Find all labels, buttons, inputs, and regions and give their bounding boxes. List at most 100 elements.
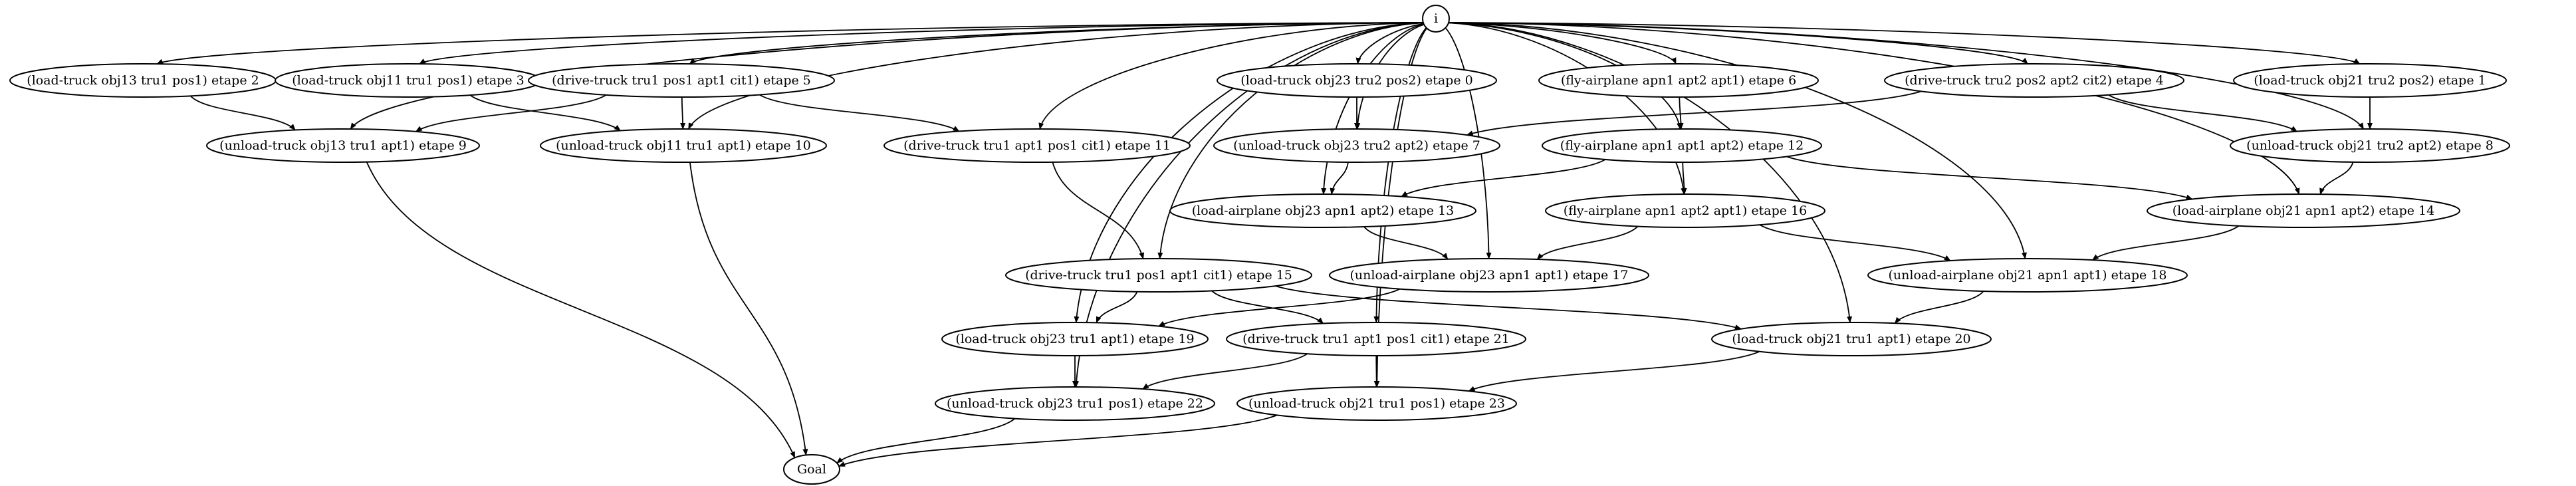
node-load-truck-obj21-tru2-pos2-etape-1: (load-truck obj21 tru2 pos2) etape 1	[2233, 63, 2507, 98]
node-shape	[540, 128, 827, 163]
edge-n3-to-n10	[469, 94, 621, 132]
node-shape	[1236, 386, 1517, 421]
node-label: (unload-truck obj21 tru2 apt2) etape 8	[2246, 138, 2494, 153]
node-label: (load-truck obj21 tru1 apt1) etape 20	[1732, 332, 1970, 346]
edge-init-to-n12	[1440, 22, 1683, 130]
node-load-truck-obj11-tru1-pos1-etape-3: (load-truck obj11 tru1 pos1) etape 3	[275, 63, 542, 98]
node-shape	[2230, 128, 2510, 163]
node-drive-truck-tru2-pos2-apt2-cit2-etape-4: (drive-truck tru2 pos2 apt2 cit2) etape …	[1884, 63, 2184, 98]
node-label: (unload-truck obj23 tru1 pos1) etape 22	[947, 396, 1203, 411]
node-label: (drive-truck tru2 pos2 apt2 cit2) etape …	[1905, 73, 2164, 88]
edge-init-to-n2	[156, 22, 1425, 64]
edge-n4-to-n7	[1466, 90, 1922, 136]
edge-init-to-n20	[1443, 22, 1853, 323]
node-label: (load-truck obj13 tru1 pos1) etape 2	[27, 73, 259, 88]
edge-init-to-n9	[350, 22, 1425, 130]
edge-n15-to-n20	[1275, 285, 1742, 330]
node-label: (drive-truck tru1 apt1 pos1 cit1) etape …	[1242, 332, 1510, 346]
node-label: (load-airplane obj21 apn1 apt2) etape 14	[2172, 203, 2434, 218]
edge-n15-to-n21	[1211, 290, 1324, 324]
edge-n5-to-n10	[680, 96, 686, 130]
edge-n12-to-n13	[1401, 159, 1606, 197]
node-label: (unload-truck obj21 tru1 pos1) etape 23	[1248, 396, 1505, 411]
node-drive-truck-tru1-apt1-pos1-cit1-etape-11: (drive-truck tru1 apt1 pos1 cit1) etape …	[883, 128, 1191, 163]
edge-n10-to-goal	[689, 162, 808, 456]
node-unload-truck-obj21-tru1-pos1-etape-23: (unload-truck obj21 tru1 pos1) etape 23	[1236, 386, 1517, 421]
edge-n5-to-n11	[759, 94, 960, 132]
node-unload-truck-obj23-tru1-pos1-etape-22: (unload-truck obj23 tru1 pos1) etape 22	[935, 386, 1215, 421]
edge-n5-to-n9	[415, 94, 607, 132]
edge-init-to-n1	[1447, 22, 2361, 64]
node-label: (unload-truck obj11 tru1 apt1) etape 10	[556, 138, 811, 153]
edge-init-to-n21	[1373, 22, 1435, 323]
edge-init-to-n11	[1038, 22, 1430, 130]
node-label: (load-truck obj11 tru1 pos1) etape 3	[292, 73, 524, 88]
node-shape	[1542, 128, 1822, 163]
node-unload-truck-obj11-tru1-apt1-etape-10: (unload-truck obj11 tru1 apt1) etape 10	[540, 128, 827, 163]
node-shape	[941, 322, 1209, 356]
edge-n17-to-n19	[1158, 288, 1400, 327]
node-shape	[2147, 193, 2460, 228]
edge-init-to-n16	[1440, 22, 1687, 195]
node-shape	[1226, 322, 1526, 356]
edge-init-to-n15	[1157, 22, 1432, 259]
node-unload-truck-obj21-tru2-apt2-etape-8: (unload-truck obj21 tru2 apt2) etape 8	[2230, 128, 2510, 163]
edge-init-to-n3	[419, 22, 1425, 64]
edge-n12-to-n16	[1681, 162, 1687, 195]
edge-n15-to-n19	[1096, 291, 1138, 324]
edge-n16-to-n18	[1759, 224, 1951, 261]
edge-n23-to-goal	[838, 414, 1278, 467]
edge-init-to-n5	[689, 22, 1425, 64]
node-shape	[783, 454, 840, 485]
edge-n9-to-goal	[366, 162, 796, 459]
node-load-truck-obj21-tru1-apt1-etape-20: (load-truck obj21 tru1 apt1) etape 20	[1711, 322, 1992, 356]
node-label: (unload-airplane obj23 apn1 apt1) etape …	[1350, 268, 1629, 283]
nodes-layer: i (load-truck obj13 tru1 pos1) etape 2 (lo…	[9, 5, 2510, 485]
node-shape	[1711, 322, 1992, 356]
node-shape	[1005, 258, 1312, 293]
edge-init-to-n18	[1445, 22, 2027, 259]
node-label: (load-truck obj23 tru2 pos2) etape 0	[1240, 73, 1472, 88]
node-load-truck-obj13-tru1-pos1-etape-2: (load-truck obj13 tru1 pos1) etape 2	[9, 63, 277, 98]
edge-n20-to-n23	[1468, 350, 1760, 392]
edge-n13-to-n17	[1363, 226, 1449, 260]
node-shape	[1867, 258, 2188, 293]
node-shape	[1329, 258, 1649, 293]
node-load-truck-obj23-tru2-pos2-etape-0: (load-truck obj23 tru2 pos2) etape 0	[1217, 63, 1497, 98]
node-label: (drive-truck tru1 pos1 apt1 cit1) etape …	[1025, 268, 1292, 283]
node-load-truck-obj23-tru1-apt1-etape-19: (load-truck obj23 tru1 apt1) etape 19	[941, 322, 1209, 356]
node-label: (fly-airplane apn1 apt1 apt2) etape 12	[1560, 138, 1804, 153]
node-shape	[528, 63, 835, 98]
node-fly-airplane-apn1-apt2-apt1-etape-6: (fly-airplane apn1 apt2 apt1) etape 6	[1538, 63, 1819, 98]
edge-n7-to-n13	[1330, 162, 1349, 195]
node-shape	[1422, 5, 1450, 33]
node-label: Goal	[797, 462, 826, 477]
node-label: (load-airplane obj23 apn1 apt2) etape 13	[1192, 203, 1454, 218]
node-fly-airplane-apn1-apt1-apt2-etape-12: (fly-airplane apn1 apt1 apt2) etape 12	[1542, 128, 1822, 163]
edge-n22-to-goal	[836, 418, 1016, 464]
node-load-airplane-obj21-apn1-apt2-etape-14: (load-airplane obj21 apn1 apt2) etape 14	[2147, 193, 2460, 228]
node-unload-airplane-obj23-apn1-apt1-etape-17: (unload-airplane obj23 apn1 apt1) etape …	[1329, 258, 1649, 293]
node-drive-truck-tru1-pos1-apt1-cit1-etape-15: (drive-truck tru1 pos1 apt1 cit1) etape …	[1005, 258, 1312, 293]
node-unload-truck-obj23-tru2-apt2-etape-7: (unload-truck obj23 tru2 apt2) etape 7	[1213, 128, 1500, 163]
node-shape	[1884, 63, 2184, 98]
node-label: (drive-truck tru1 apt1 pos1 cit1) etape …	[903, 138, 1171, 153]
node-shape	[2233, 63, 2507, 98]
edge-init-to-n6	[1440, 22, 1677, 64]
node-drive-truck-tru1-apt1-pos1-cit1-etape-21: (drive-truck tru1 apt1 pos1 cit1) etape …	[1226, 322, 1526, 356]
node-init: i	[1422, 5, 1450, 33]
edge-init-to-n19	[1074, 22, 1430, 323]
edge-n6-to-n12	[1678, 96, 1684, 130]
node-drive-truck-tru1-pos1-apt1-cit1-etape-5: (drive-truck tru1 pos1 apt1 cit1) etape …	[528, 63, 835, 98]
node-load-airplane-obj23-apn1-apt2-etape-13: (load-airplane obj23 apn1 apt2) etape 13	[1169, 193, 1476, 228]
edge-n14-to-n18	[2091, 225, 2240, 261]
edge-n4-to-n8	[2108, 94, 2298, 132]
node-shape	[883, 128, 1191, 163]
edge-n12-to-n14	[1786, 156, 2193, 200]
node-label: (fly-airplane apn1 apt2 apt1) etape 16	[1564, 203, 1807, 218]
node-label: i	[1434, 11, 1438, 26]
edge-n2-to-n9	[190, 95, 296, 131]
node-shape	[206, 128, 480, 163]
edge-n16-to-n17	[1536, 225, 1639, 260]
